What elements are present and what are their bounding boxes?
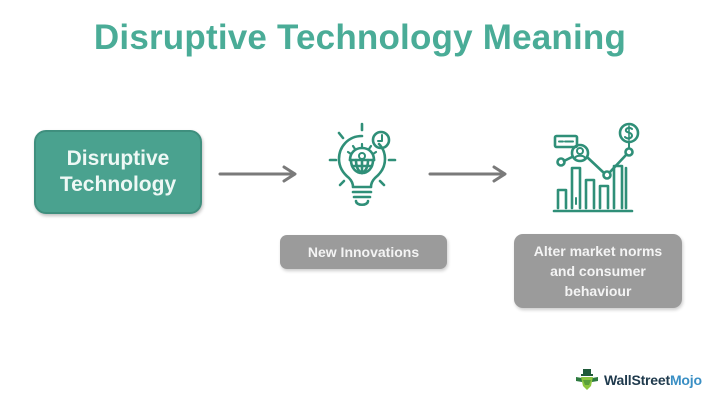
logo-text: WallStreetMojo — [604, 372, 702, 388]
lightbulb-gear-globe-clock-icon — [328, 122, 397, 207]
node-label-line1: Disruptive — [66, 147, 170, 170]
node-label-line3: behaviour — [564, 283, 632, 299]
node-label: New Innovations — [307, 244, 420, 260]
arrow-right-icon — [218, 165, 297, 183]
node-label-line2: and consumer — [550, 263, 646, 279]
node-new-innovations: New Innovations — [280, 235, 447, 269]
node-label-line1: Alter market norms — [533, 243, 663, 259]
node-disruptive-technology: Disruptive Technology — [34, 130, 202, 214]
page-title: Disruptive Technology Meaning — [93, 18, 627, 57]
arrow-right-icon — [428, 165, 507, 183]
wallstreetmojo-logo: WallStreetMojo — [574, 368, 702, 392]
node-alter-market-norms: Alter market norms and consumer behaviou… — [514, 234, 682, 308]
node-label-line2: Technology — [59, 173, 177, 196]
logo-bull-icon — [576, 369, 598, 390]
market-chart-dollar-icon — [552, 122, 640, 213]
